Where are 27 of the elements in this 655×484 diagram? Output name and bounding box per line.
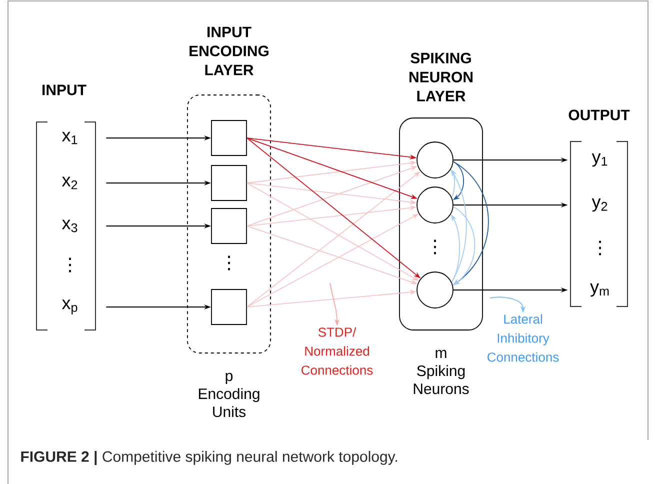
figure-caption: FIGURE 2 | Competitive spiking neural network topology. xyxy=(21,450,398,466)
vector-element: y$_{m}$ xyxy=(590,283,609,297)
heading: SPIKING NEURON LAYER xyxy=(410,52,472,102)
vector-element: y$_{2}$ xyxy=(592,198,608,212)
heading: INPUT ENCODING LAYER xyxy=(190,26,268,76)
encoding-unit-box xyxy=(211,120,247,156)
layer-caption: p Encoding Units xyxy=(198,372,260,418)
layer-caption: m Spiking Neurons xyxy=(414,350,469,394)
ellipsis: ⋮ xyxy=(434,240,436,254)
neuron-circle xyxy=(416,142,454,178)
neuron-circle xyxy=(416,186,454,224)
encoding-unit-box xyxy=(211,289,247,325)
vector-element: x$_{p}$ xyxy=(62,300,78,314)
ellipsis: ⋮ xyxy=(599,240,601,256)
encoding-unit-box xyxy=(211,208,247,244)
annotation-text: STDP/ Normalized Connections xyxy=(302,327,373,375)
vector-element: y$_{1}$ xyxy=(592,153,608,167)
ellipsis: ⋮ xyxy=(228,256,230,270)
neuron-circle xyxy=(416,272,454,308)
vector-element: x$_{1}$ xyxy=(62,132,78,144)
ellipsis: ⋮ xyxy=(69,258,71,272)
vector-element: x$_{2}$ xyxy=(62,176,78,190)
heading: OUTPUT xyxy=(568,110,630,120)
vector-element: x$_{3}$ xyxy=(62,220,78,232)
annotation-text: Lateral Inhibitory Connections xyxy=(488,314,559,362)
encoding-unit-box xyxy=(211,165,247,201)
heading: INPUT xyxy=(42,84,86,96)
